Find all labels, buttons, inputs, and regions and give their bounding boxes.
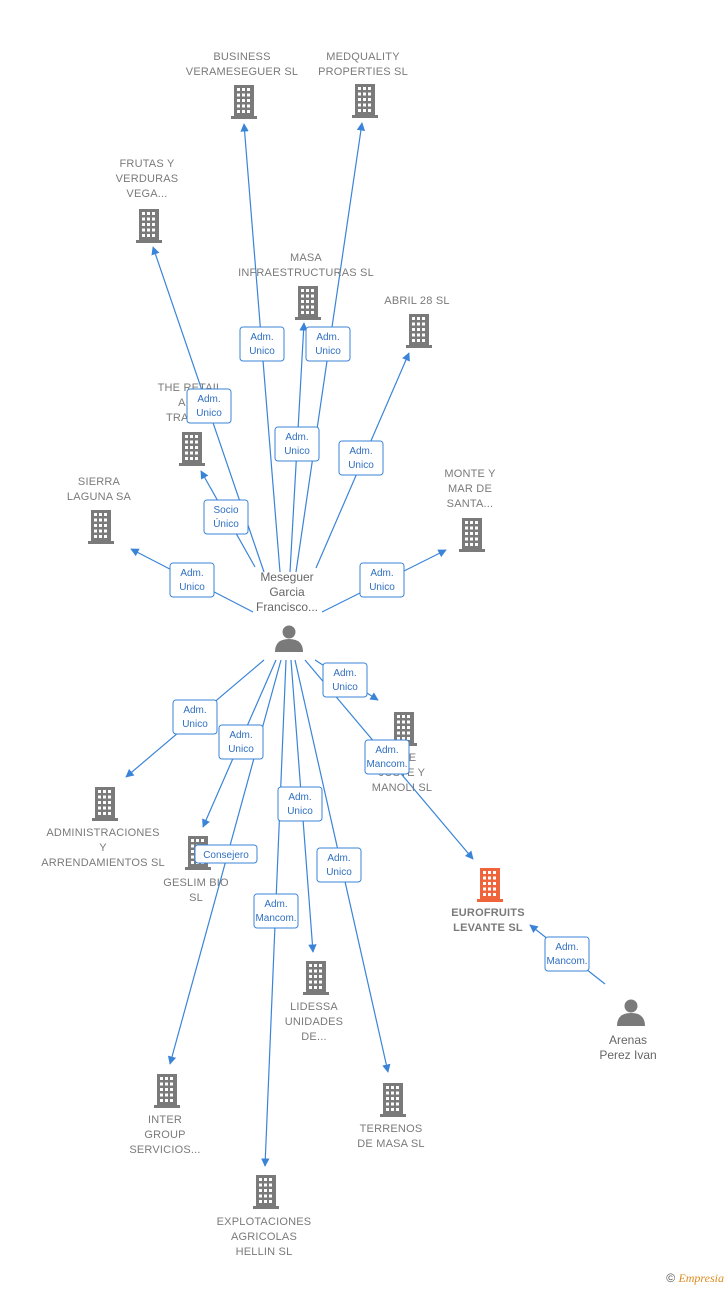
edge-label-geslim_consejero[interactable]: Consejero xyxy=(194,844,258,864)
svg-text:Adm.Unico: Adm.Unico xyxy=(326,853,352,878)
brand-logo[interactable]: Empresia xyxy=(678,1271,724,1285)
svg-text:Adm.Unico: Adm.Unico xyxy=(348,446,374,471)
company-abril-label[interactable]: ABRIL 28 SL xyxy=(384,295,449,307)
company-terrenos-icon[interactable] xyxy=(380,1083,406,1117)
svg-text:Adm.Unico: Adm.Unico xyxy=(182,705,208,730)
edge-label-admin[interactable]: Adm.Unico xyxy=(172,699,218,735)
company-masa-icon[interactable] xyxy=(295,286,321,320)
person-arenas-icon[interactable] xyxy=(617,999,645,1027)
company-frutas-icon[interactable] xyxy=(136,209,162,243)
company-eurofruits-icon[interactable] xyxy=(477,868,503,902)
svg-text:Adm.Unico: Adm.Unico xyxy=(315,332,341,357)
company-medquality-icon[interactable] xyxy=(352,84,378,118)
svg-text:Adm.Unico: Adm.Unico xyxy=(287,792,313,817)
edges-layer xyxy=(125,122,606,1167)
svg-text:Adm.Unico: Adm.Unico xyxy=(369,568,395,593)
edge-label-geslim[interactable]: Adm.Unico xyxy=(218,724,264,760)
svg-text:Consejero: Consejero xyxy=(203,850,249,861)
svg-text:Adm.Mancom.: Adm.Mancom. xyxy=(546,942,587,967)
svg-text:Adm.Unico: Adm.Unico xyxy=(332,668,358,693)
person-center-icon[interactable] xyxy=(275,625,303,653)
edge-label-terrenos[interactable]: Adm.Unico xyxy=(316,847,362,883)
company-abril-icon[interactable] xyxy=(406,314,432,348)
edge-label-abril[interactable]: Adm.Unico xyxy=(338,440,384,476)
svg-text:Adm.Unico: Adm.Unico xyxy=(284,432,310,457)
edge-label-eurofruits[interactable]: Adm.Mancom. xyxy=(364,739,410,775)
company-business-icon[interactable] xyxy=(231,85,257,119)
edge-label-medquality[interactable]: Adm.Unico xyxy=(305,326,351,362)
svg-text:Adm.Unico: Adm.Unico xyxy=(249,332,275,357)
svg-text:Adm.Unico: Adm.Unico xyxy=(228,730,254,755)
company-admin-icon[interactable] xyxy=(92,787,118,821)
svg-text:Adm.Unico: Adm.Unico xyxy=(196,394,222,419)
edge-label-sierra[interactable]: Adm.Unico xyxy=(169,562,215,598)
edge-label-business[interactable]: Adm.Unico xyxy=(239,326,285,362)
footer: © Empresia xyxy=(666,1271,724,1286)
svg-text:Adm.Unico: Adm.Unico xyxy=(179,568,205,593)
edge-label-masa[interactable]: Adm.Unico xyxy=(274,426,320,462)
edge-label-explotaciones[interactable]: Adm.Mancom. xyxy=(253,893,299,929)
edge-label-lidessa[interactable]: Adm.Unico xyxy=(277,786,323,822)
edge-label-monte[interactable]: Adm.Unico xyxy=(359,562,405,598)
edge-label-frutas[interactable]: Adm.Unico xyxy=(186,388,232,424)
edge-label-juste[interactable]: Adm.Unico xyxy=(322,662,368,698)
company-sierra-icon[interactable] xyxy=(88,510,114,544)
company-lidessa-icon[interactable] xyxy=(303,961,329,995)
company-inter-icon[interactable] xyxy=(154,1074,180,1108)
company-monte-icon[interactable] xyxy=(459,518,485,552)
edge-label-arenas-eurofruits[interactable]: Adm.Mancom. xyxy=(544,936,590,972)
company-retail-icon[interactable] xyxy=(179,432,205,466)
company-explotaciones-icon[interactable] xyxy=(253,1175,279,1209)
copyright-icon: © xyxy=(666,1271,676,1285)
svg-text:Adm.Mancom.: Adm.Mancom. xyxy=(366,745,407,770)
svg-text:Adm.Mancom.: Adm.Mancom. xyxy=(255,899,296,924)
